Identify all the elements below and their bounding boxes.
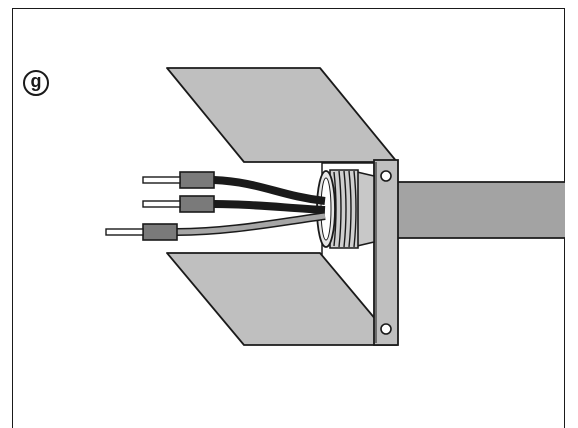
housing-side-wall — [373, 159, 399, 346]
screw-hole-icon — [380, 323, 392, 335]
screw-hole-icon — [380, 170, 392, 182]
ferrule-pin-upper — [142, 176, 181, 184]
ferrule-pin-lower — [105, 228, 144, 236]
wire-black-upper — [213, 176, 326, 205]
ferrule-sleeve-middle — [179, 195, 215, 213]
wire-grey-lower — [176, 212, 326, 236]
ferrule-sleeve-lower — [142, 223, 178, 241]
gland-nut — [356, 170, 375, 248]
step-label-text: g — [30, 71, 42, 91]
housing-top-flap — [166, 67, 398, 163]
ferrule-sleeve-upper — [179, 171, 215, 189]
ferrule-pin-middle — [142, 200, 181, 208]
wire-black-middle — [213, 200, 326, 214]
cable-gland — [316, 169, 375, 249]
step-label-badge: g — [23, 70, 49, 96]
gland-threads — [333, 170, 357, 248]
cable-sheath — [398, 182, 565, 238]
